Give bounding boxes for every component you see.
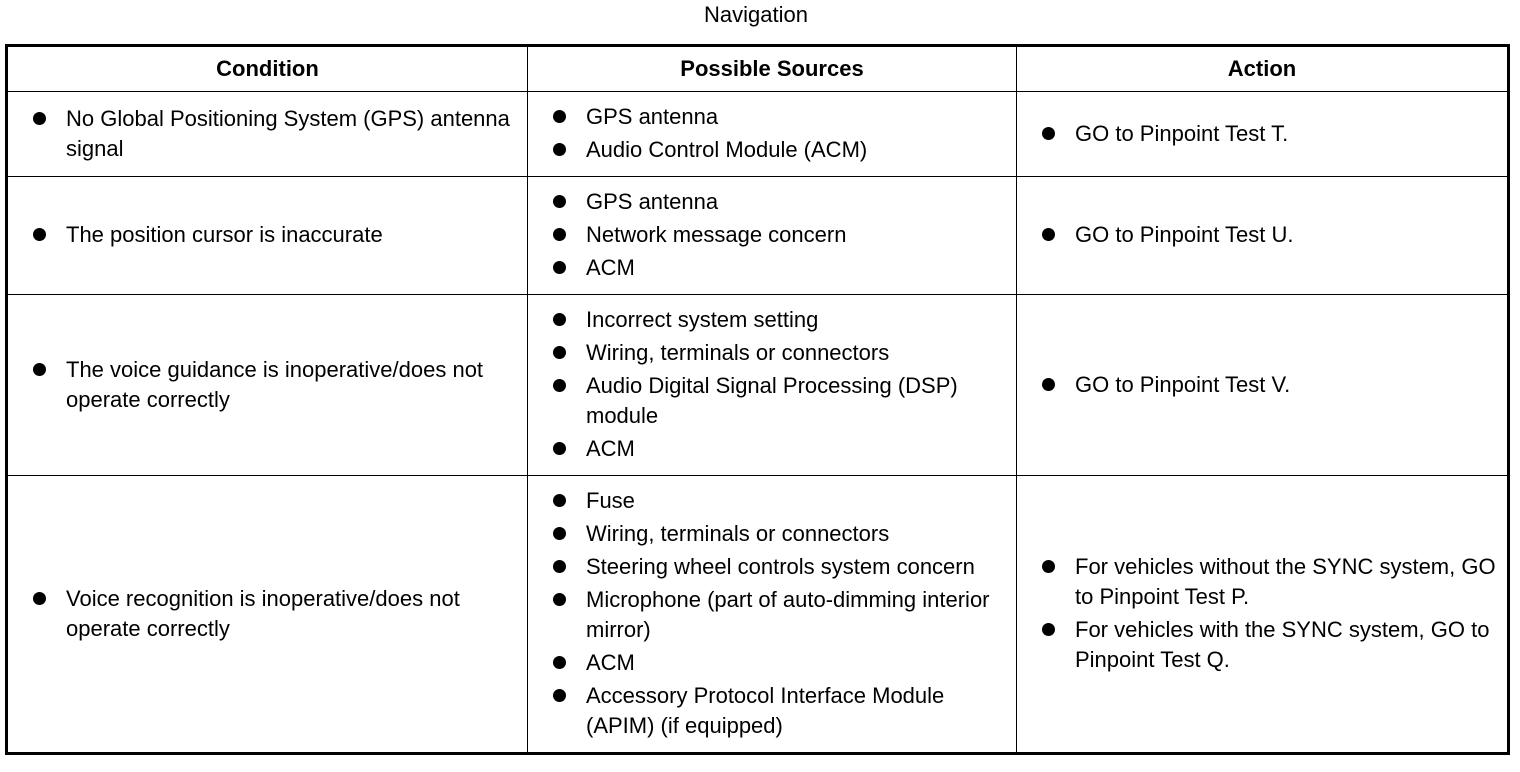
- list-item: Audio Digital Signal Processing (DSP) mo…: [528, 370, 1006, 433]
- bullet-icon: [1042, 623, 1055, 636]
- bullet-icon: [33, 591, 46, 605]
- list-item: Incorrect system setting: [528, 304, 1006, 337]
- list-item: The voice guidance is inoperative/does n…: [8, 354, 517, 417]
- action-cell: GO to Pinpoint Test U.: [1016, 176, 1509, 295]
- bullet-icon: [33, 111, 46, 125]
- table-row: The position cursor is inaccurate GPS an…: [6, 176, 1509, 295]
- bullet-icon: [553, 560, 566, 573]
- action-cell: For vehicles without the SYNC system, GO…: [1016, 475, 1509, 754]
- list-item: Microphone (part of auto-dimming interio…: [528, 584, 1006, 647]
- bullet-icon: [1042, 228, 1055, 241]
- list-item: Voice recognition is inoperative/does no…: [8, 583, 517, 646]
- header-possible-sources: Possible Sources: [527, 45, 1017, 92]
- source-text: Network message concern: [586, 222, 847, 247]
- list-item: No Global Positioning System (GPS) anten…: [8, 103, 517, 166]
- sources-cell: GPS antenna Audio Control Module (ACM): [527, 91, 1017, 177]
- condition-cell: Voice recognition is inoperative/does no…: [6, 475, 528, 754]
- bullet-icon: [553, 195, 566, 208]
- list-item: For vehicles with the SYNC system, GO to…: [1017, 614, 1497, 677]
- bullet-icon: [553, 143, 566, 156]
- condition-text: The voice guidance is inoperative/does n…: [66, 356, 484, 412]
- bullet-icon: [33, 362, 46, 376]
- action-text: For vehicles with the SYNC system, GO to…: [1075, 617, 1490, 672]
- bullet-icon: [553, 261, 566, 274]
- bullet-icon: [1042, 126, 1055, 140]
- list-item: Steering wheel controls system concern: [528, 551, 1006, 584]
- bullet-icon: [1042, 377, 1055, 391]
- table-row: The voice guidance is inoperative/does n…: [6, 294, 1509, 476]
- condition-cell: The voice guidance is inoperative/does n…: [6, 294, 528, 476]
- sources-cell: GPS antenna Network message concern ACM: [527, 176, 1017, 295]
- page-title: Navigation: [704, 2, 808, 27]
- source-text: Microphone (part of auto-dimming interio…: [586, 587, 990, 642]
- list-item: The position cursor is inaccurate: [8, 219, 517, 252]
- list-item: GO to Pinpoint Test U.: [1017, 219, 1497, 252]
- header-condition: Condition: [6, 45, 528, 92]
- bullet-icon: [553, 379, 566, 392]
- source-text: Incorrect system setting: [586, 307, 819, 332]
- source-text: Accessory Protocol Interface Module (API…: [586, 683, 945, 738]
- list-item: Wiring, terminals or connectors: [528, 518, 1006, 551]
- list-item: Wiring, terminals or connectors: [528, 337, 1006, 370]
- list-item: Network message concern: [528, 219, 1006, 252]
- action-text: For vehicles without the SYNC system, GO…: [1075, 554, 1496, 609]
- bullet-icon: [33, 228, 46, 241]
- list-item: ACM: [528, 252, 1006, 285]
- bullet-icon: [553, 442, 566, 455]
- bullet-icon: [553, 313, 566, 326]
- source-text: Wiring, terminals or connectors: [586, 521, 890, 546]
- bullet-icon: [553, 593, 566, 606]
- bullet-icon: [553, 527, 566, 540]
- source-text: Steering wheel controls system concern: [586, 554, 975, 579]
- source-text: ACM: [586, 436, 635, 461]
- list-item: ACM: [528, 433, 1006, 466]
- source-text: ACM: [586, 650, 635, 675]
- condition-cell: No Global Positioning System (GPS) anten…: [6, 91, 528, 177]
- header-row: Condition Possible Sources Action: [6, 45, 1509, 92]
- bullet-icon: [1042, 560, 1055, 573]
- source-text: ACM: [586, 255, 635, 280]
- action-text: GO to Pinpoint Test T.: [1075, 120, 1289, 146]
- list-item: GO to Pinpoint Test V.: [1017, 369, 1497, 402]
- action-cell: GO to Pinpoint Test V.: [1016, 294, 1509, 476]
- bullet-icon: [553, 346, 566, 359]
- list-item: Accessory Protocol Interface Module (API…: [528, 680, 1006, 743]
- action-text: GO to Pinpoint Test U.: [1075, 222, 1294, 247]
- diagnostic-table: Condition Possible Sources Action No Glo…: [5, 44, 1510, 755]
- bullet-icon: [553, 228, 566, 241]
- action-cell: GO to Pinpoint Test T.: [1016, 91, 1509, 177]
- list-item: GPS antenna: [528, 186, 1006, 219]
- list-item: Audio Control Module (ACM): [528, 134, 1006, 167]
- table-row: No Global Positioning System (GPS) anten…: [6, 91, 1509, 177]
- source-text: Audio Control Module (ACM): [586, 137, 868, 162]
- sources-cell: Fuse Wiring, terminals or connectors Ste…: [527, 475, 1017, 754]
- list-item: Fuse: [528, 485, 1006, 518]
- source-text: Wiring, terminals or connectors: [586, 340, 890, 365]
- condition-text: No Global Positioning System (GPS) anten…: [66, 105, 510, 161]
- condition-text: Voice recognition is inoperative/does no…: [66, 585, 460, 641]
- header-action: Action: [1016, 45, 1509, 92]
- source-text: Audio Digital Signal Processing (DSP) mo…: [586, 373, 958, 428]
- condition-cell: The position cursor is inaccurate: [6, 176, 528, 295]
- list-item: GPS antenna: [528, 101, 1006, 134]
- list-item: ACM: [528, 647, 1006, 680]
- source-text: GPS antenna: [586, 189, 719, 214]
- condition-text: The position cursor is inaccurate: [66, 222, 383, 247]
- bullet-icon: [553, 494, 566, 507]
- list-item: For vehicles without the SYNC system, GO…: [1017, 551, 1497, 614]
- bullet-icon: [553, 656, 566, 669]
- source-text: GPS antenna: [586, 104, 719, 129]
- sources-cell: Incorrect system setting Wiring, termina…: [527, 294, 1017, 476]
- table-row: Voice recognition is inoperative/does no…: [6, 475, 1509, 754]
- list-item: GO to Pinpoint Test T.: [1017, 118, 1497, 151]
- action-text: GO to Pinpoint Test V.: [1075, 371, 1291, 397]
- source-text: Fuse: [586, 488, 635, 513]
- bullet-icon: [553, 689, 566, 702]
- bullet-icon: [553, 110, 566, 123]
